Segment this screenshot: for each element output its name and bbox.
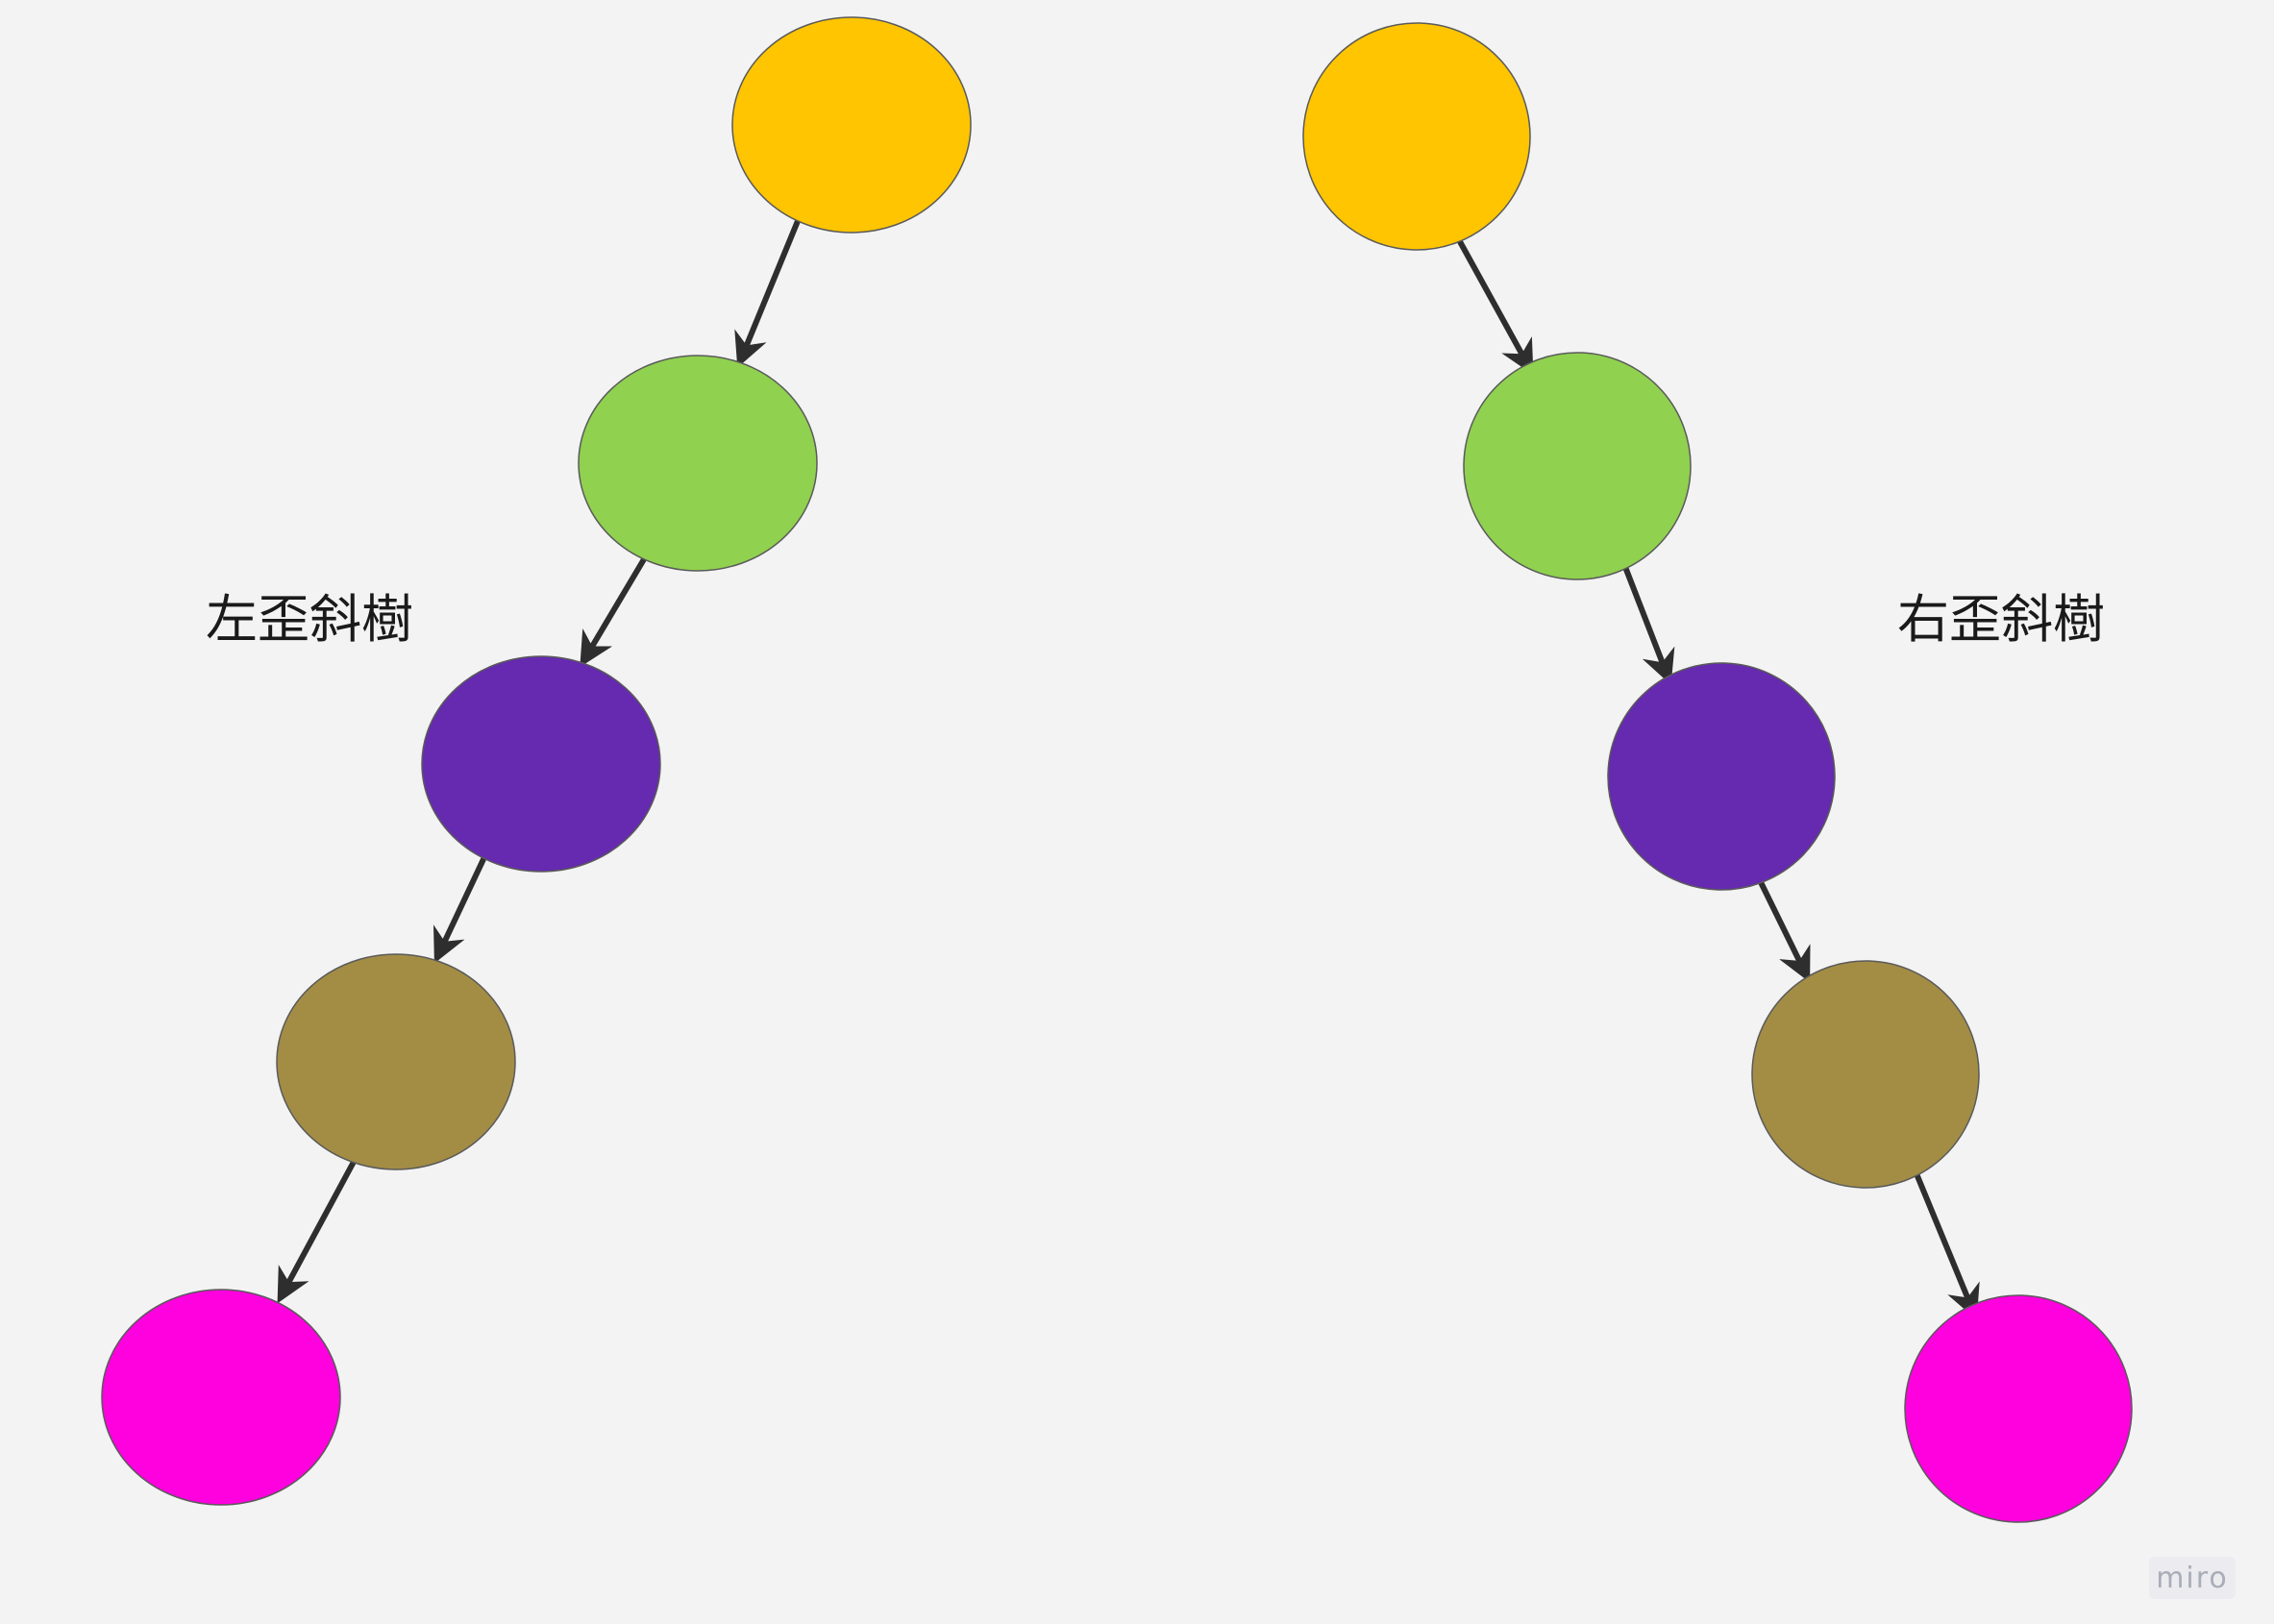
right-tree-node-3[interactable] [1576,631,1866,922]
right-tree-edge-1-to-2 [1454,234,1534,376]
left-tree-node-5[interactable] [101,1289,341,1506]
left-tree-node-4[interactable] [276,953,516,1170]
right-tree-node-5[interactable] [1873,1264,2163,1554]
left-tree-node-1[interactable] [731,16,972,234]
right-skewed-tree-label: 右歪斜樹 [1897,589,2105,650]
left-tree-edge-3-to-4 [433,854,487,964]
left-tree-node-3[interactable] [421,655,661,873]
miro-watermark: miro [2149,1557,2236,1599]
edges-layer [277,218,1980,1320]
left-tree-edge-1-to-2 [734,218,801,368]
left-tree-edge-4-to-5 [277,1159,357,1304]
right-tree-edge-4-to-5 [1913,1169,1980,1320]
left-tree-edge-2-to-3 [580,556,647,668]
right-tree-edge-3-to-4 [1757,877,1811,983]
left-skewed-tree-label: 左歪斜樹 [206,589,413,650]
right-tree-node-4[interactable] [1720,929,2011,1219]
right-tree-node-2[interactable] [1432,321,1722,611]
right-tree-edge-2-to-3 [1622,564,1675,685]
left-tree-node-2[interactable] [578,355,818,572]
nodes-layer [101,0,2163,1554]
right-tree-node-1[interactable] [1272,0,1562,282]
